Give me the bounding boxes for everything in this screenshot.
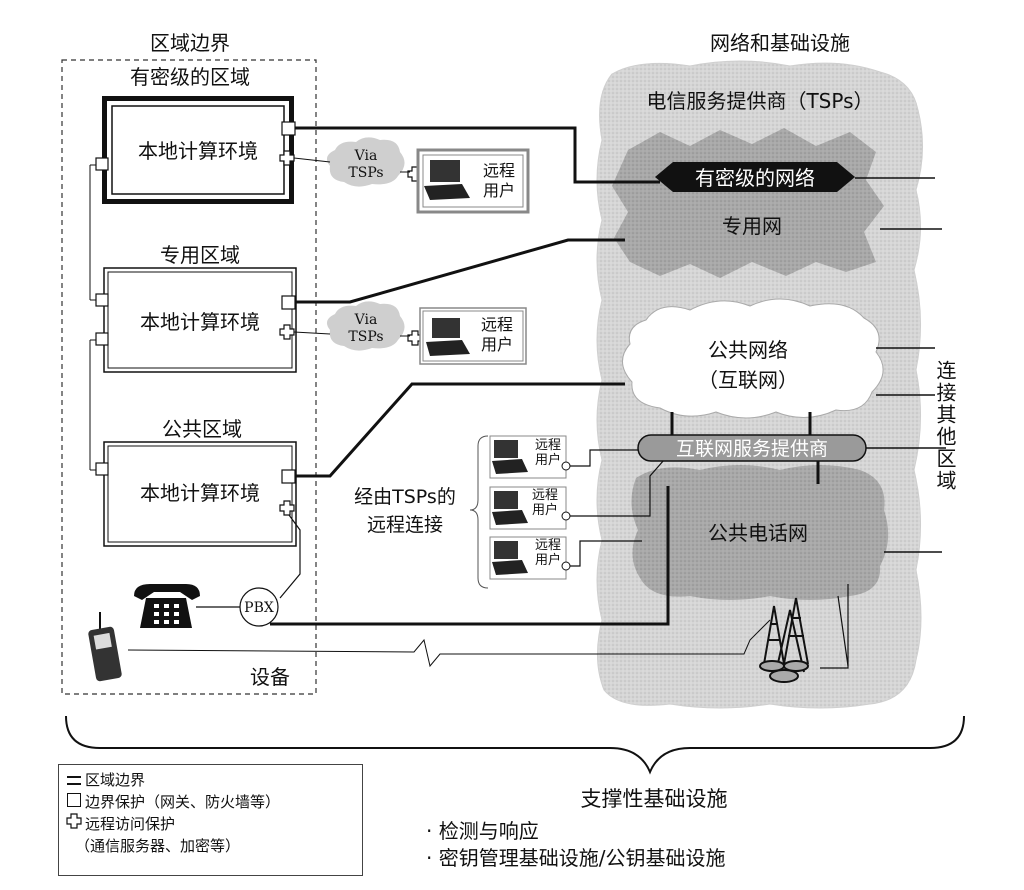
legend-boundary-text: 区域边界: [85, 771, 146, 789]
public-remote-plus-markers: [561, 461, 571, 571]
telephone-icon: [134, 584, 200, 628]
public-remote-user-3-line1: 远程: [535, 538, 561, 553]
pbx-links: [196, 514, 301, 608]
classified-zone-box: [102, 96, 294, 204]
support-title: 支撑性基础设施: [581, 787, 728, 811]
equipment-label: 设备: [250, 665, 290, 689]
public-remote-user-2-line1: 远程: [532, 488, 558, 503]
via-tsps-2-line1: Via: [354, 312, 378, 328]
classified-network-label: 有密级的网络: [695, 166, 815, 190]
remote-user-1-line2: 用户: [483, 181, 515, 200]
public-network-cloud: [622, 298, 884, 419]
isp-node: [637, 434, 867, 462]
remote-user-2-line2: 用户: [481, 335, 513, 354]
via-tsps-1-line1: Via: [354, 148, 378, 164]
public-remote-user-1-line1: 远程: [535, 438, 561, 453]
public-remote-user-1: [489, 435, 567, 479]
other-zone-links: [855, 177, 946, 553]
tower-pstn-link: [837, 595, 849, 667]
legend-boundary: 区域边界: [65, 769, 356, 791]
private-zone-label: 专用区域: [160, 243, 240, 267]
via-tsps-2-line2: TSPs: [348, 329, 383, 345]
infra-header: 网络和基础设施: [710, 31, 850, 55]
legend-boundary-protection-text: 边界保护（网关、防火墙等）: [85, 793, 281, 811]
pstn-label: 公共电话网: [708, 521, 808, 545]
enclave-boundary: [61, 59, 317, 695]
via-tsps-cloud-1: [326, 137, 405, 187]
boundary-protection-nodes: [95, 121, 296, 484]
private-network-area: [612, 128, 884, 278]
public-zone-label: 公共区域: [162, 417, 242, 441]
private-local-env: 本地计算环境: [140, 310, 260, 334]
support-item-kmi-pki: · 密钥管理基础设施/公钥基础设施: [426, 846, 725, 870]
double-line-icon: [65, 769, 83, 791]
public-remote-user-1-line2: 用户: [535, 452, 561, 468]
legend-remote-access: 远程访问保护: [65, 813, 356, 835]
isp-links: [670, 412, 820, 484]
public-remote-links: [568, 449, 665, 567]
public-network-sublabel: （互联网）: [698, 368, 798, 392]
public-local-env: 本地计算环境: [140, 481, 260, 505]
legend: 区域边界 边界保护（网关、防火墙等） 远程访问保护 （通信服务器、加密等）: [58, 764, 363, 876]
remote-user-private: [419, 307, 527, 365]
remote-user-2-line1: 远程: [481, 315, 513, 334]
pbx-label: PBX: [244, 600, 274, 616]
public-remote-user-2: [489, 486, 567, 530]
public-remote-user-3-line2: 用户: [535, 552, 561, 568]
isp-label: 互联网服务提供商: [676, 438, 828, 460]
remote-connection-label-2: 远程连接: [367, 514, 443, 536]
support-item-detection: · 检测与响应: [426, 819, 539, 843]
connect-other-zones: 连接其他区域: [933, 360, 957, 492]
legend-boundary-protection: 边界保护（网关、防火墙等）: [65, 791, 356, 813]
via-tsps-1-line2: TSPs: [348, 165, 383, 181]
legend-remote-access-detail: （通信服务器、加密等）: [65, 835, 356, 857]
pstn-area: [631, 465, 889, 600]
via-tsps-cloud-2: [326, 301, 405, 351]
remote-user-1-line1: 远程: [483, 161, 515, 180]
legend-remote-access-text: 远程访问保护: [85, 815, 176, 833]
inter-zone-links: [89, 164, 104, 471]
mobile-phone-icon: [88, 612, 122, 682]
classified-network: [655, 162, 855, 192]
pbx-node: [239, 587, 279, 627]
plus-icon: [65, 813, 83, 835]
zone-network-links: [270, 126, 670, 626]
private-network-label: 专用网: [722, 214, 782, 238]
cell-tower-icon: [759, 597, 809, 683]
square-icon: [65, 791, 83, 813]
via-tsps-links: [293, 157, 410, 337]
support-brace: [65, 715, 965, 775]
legend-remote-access-detail-text: （通信服务器、加密等）: [75, 837, 241, 855]
public-zone-box: [103, 441, 297, 547]
public-network-label: 公共网络: [708, 338, 788, 362]
public-remote-user-3: [489, 536, 567, 580]
private-zone-box: [103, 267, 297, 373]
tower-pstn-link-2: [820, 584, 849, 669]
remote-connection-label-1: 经由TSPs的: [354, 486, 456, 508]
boundary-header: 区域边界: [150, 31, 230, 55]
classified-local-env: 本地计算环境: [138, 139, 258, 163]
remote-bracket: [469, 435, 489, 589]
classified-zone-label: 有密级的区域: [130, 65, 250, 89]
remote-user-classified: [416, 148, 530, 214]
public-remote-user-2-line2: 用户: [532, 502, 558, 518]
tsp-title: 电信服务提供商（TSPs）: [646, 89, 873, 113]
wireless-link: [127, 619, 771, 668]
